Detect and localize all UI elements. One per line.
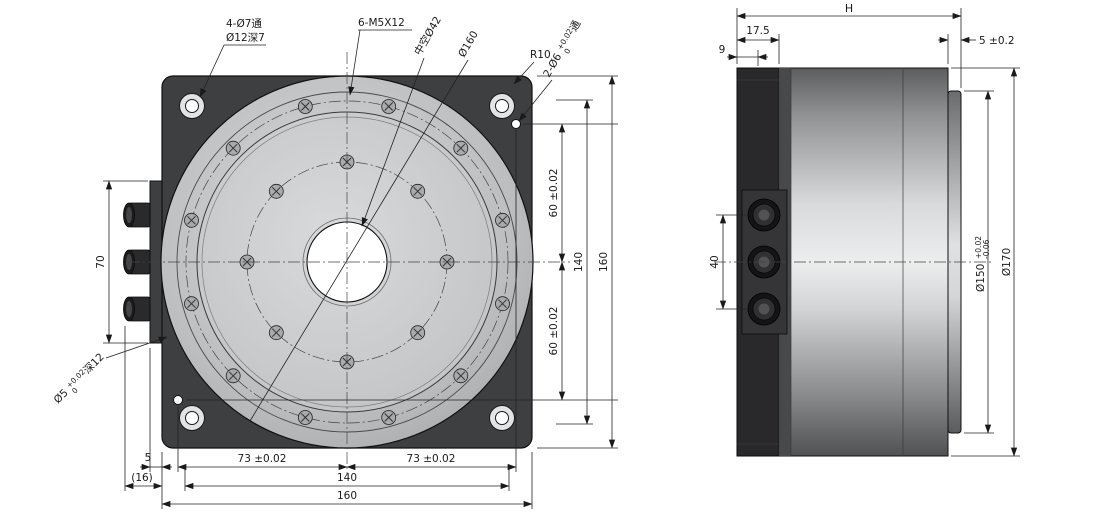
dim-60-top: 60 ±0.02 (548, 123, 566, 263)
label-text: Ø5 (52, 387, 71, 406)
screw (410, 183, 426, 199)
dim-150: Ø150 +0.02 -0.06 (974, 90, 992, 434)
dim-text: 160 (337, 490, 357, 502)
dim-17-5: 17.5 (736, 25, 780, 44)
dim-text: 140 (573, 252, 585, 272)
label-corner-holes: 4-Ø7通 Ø12深7 (199, 18, 266, 98)
corner-hole (179, 405, 205, 431)
dim-140-bottom: 140 (184, 472, 510, 490)
dim-160-bottom: 160 (161, 490, 533, 508)
pin-hole-top-right (511, 119, 521, 129)
screw (297, 410, 313, 425)
screw (268, 183, 284, 199)
dim-text: 40 (709, 255, 721, 268)
tolerance-lower: 0 (562, 47, 572, 56)
screw (410, 325, 426, 341)
front-dimensions: 60 ±0.02 60 ±0.02 140 160 70 73 ±0.02 73… (95, 75, 618, 509)
dim-16-bottom: (16) (124, 472, 163, 490)
label-text: 6-M5X12 (358, 17, 405, 29)
dim-text: 5 (145, 452, 152, 464)
label-text: 中空Ø42 (411, 14, 444, 57)
dim-text: 60 ±0.02 (548, 169, 560, 218)
dim-text: 5 ±0.2 (979, 35, 1015, 47)
dim-160-right: 160 (598, 75, 616, 449)
cable-gland-3 (123, 296, 151, 322)
dim-40: 40 (709, 214, 727, 310)
corner-hole (489, 93, 515, 119)
dim-text: (16) (131, 472, 153, 484)
cable-gland-side-1 (747, 198, 781, 232)
label-text: Ø12深7 (226, 32, 265, 44)
dim-text: Ø150 (975, 264, 987, 292)
label-text: 深12 (81, 351, 106, 376)
dim-5-tol: 5 ±0.2 (938, 35, 1015, 47)
screw (225, 140, 241, 156)
tolerance-lower: 0 (70, 386, 80, 396)
dim-9: 9 (719, 44, 768, 61)
dim-text: Ø170 (1001, 248, 1013, 276)
screw (381, 410, 397, 425)
screw (184, 296, 199, 312)
screw (453, 140, 469, 156)
label-screws: 6-M5X12 (348, 17, 412, 96)
cable-gland-1 (123, 202, 151, 228)
label-corner-radius: R10 (513, 49, 551, 85)
dim-text: 9 (719, 44, 726, 56)
side-dimensions: H 17.5 9 5 ±0.2 40 Ø150 +0.02 -0 (709, 2, 1020, 457)
screw (184, 212, 199, 228)
dim-text: 60 ±0.02 (548, 307, 560, 356)
dim-text: 73 ±0.02 (238, 453, 287, 465)
dim-70-left: 70 (95, 180, 113, 344)
label-text: R10 (530, 49, 551, 61)
screw (268, 325, 284, 341)
screw (381, 99, 397, 114)
dim-text: 140 (337, 472, 357, 484)
dim-5-bottom: 5 (140, 452, 172, 471)
dim-140-right: 140 (573, 99, 591, 425)
label-text: Ø160 (456, 29, 481, 60)
screw (453, 368, 469, 384)
screw (495, 296, 510, 312)
pin-hole-bottom-left (173, 395, 183, 405)
dim-text: 70 (95, 255, 107, 268)
front-view (123, 52, 570, 474)
corner-hole (179, 93, 205, 119)
dim-H: H (736, 2, 962, 20)
dim-73-left: 73 ±0.02 (177, 453, 348, 471)
label-side-pin-hole: Ø5 +0.02 0 深12 (52, 336, 168, 406)
dim-170: Ø170 (1001, 67, 1018, 457)
dim-text: 17.5 (746, 25, 769, 37)
label-text: 4-Ø7通 (226, 18, 262, 30)
screw (225, 368, 241, 384)
dim-73-right: 73 ±0.02 (346, 453, 517, 471)
dim-text: 73 ±0.02 (407, 453, 456, 465)
screw (495, 212, 510, 228)
tolerance-lower: -0.06 (982, 239, 991, 259)
dim-text: H (845, 2, 853, 15)
side-view (714, 67, 992, 457)
dim-60-bottom: 60 ±0.02 (548, 261, 566, 401)
cable-gland-side-3 (747, 292, 781, 326)
dim-text: 160 (598, 252, 610, 272)
screw (297, 99, 313, 114)
corner-hole (489, 405, 515, 431)
tolerance-upper: +0.02 (974, 236, 983, 259)
